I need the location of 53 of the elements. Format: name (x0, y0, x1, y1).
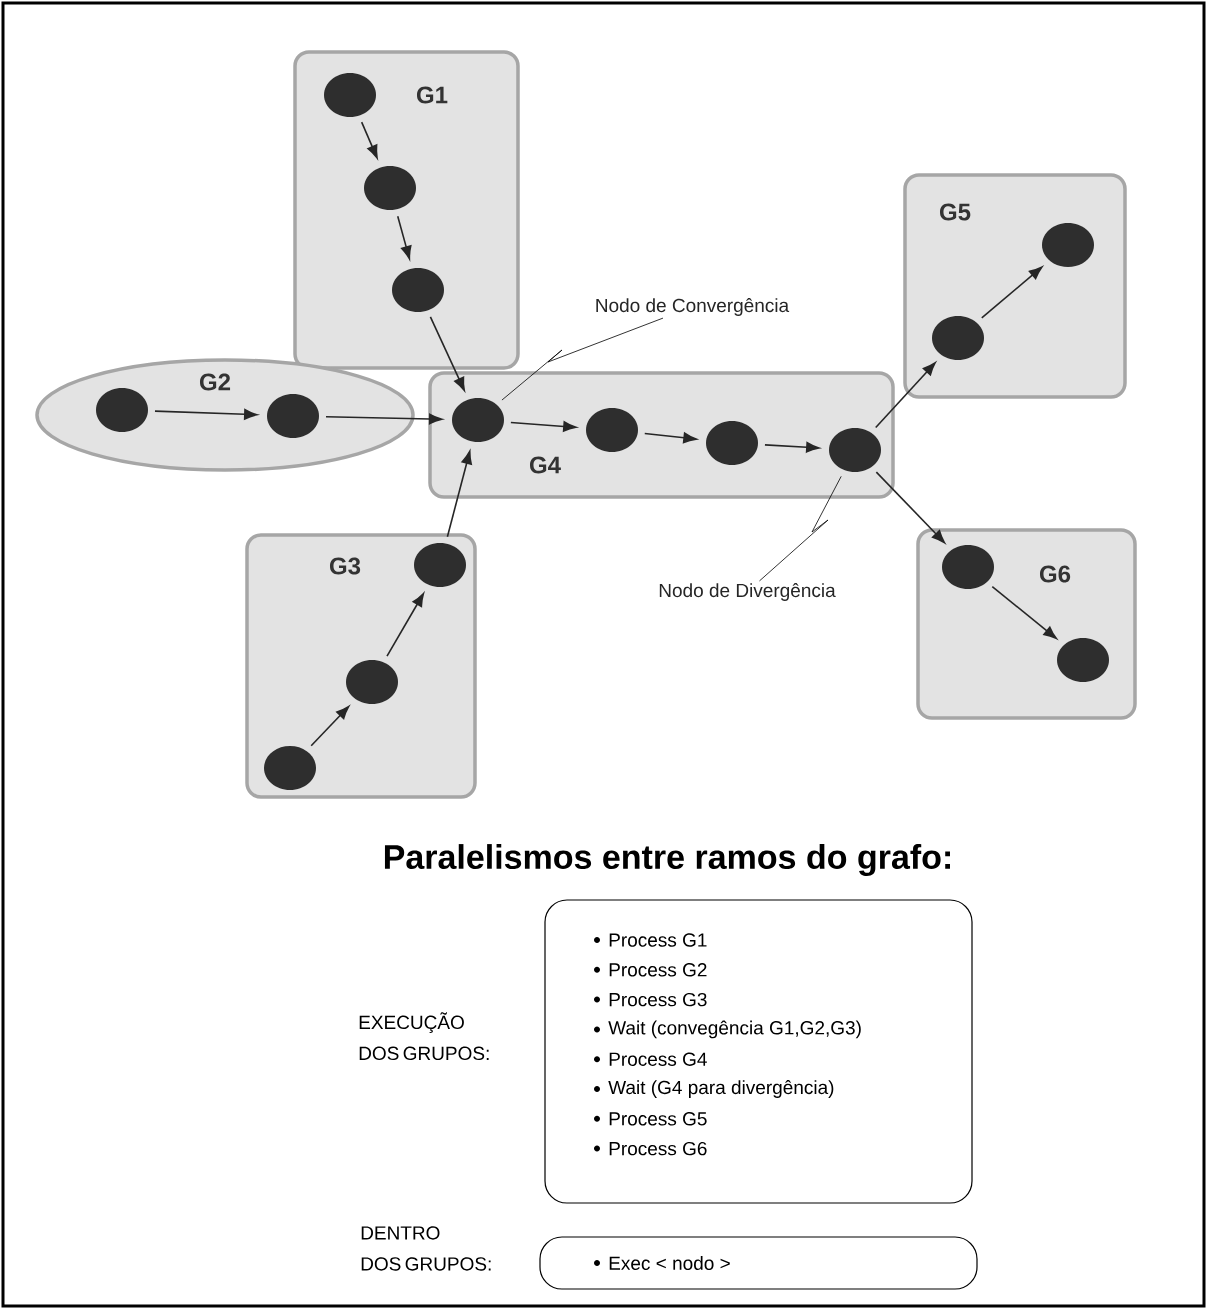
graph-node (1057, 638, 1109, 682)
arrow (310, 705, 350, 747)
title: Paralelismos entre ramos do grafo: (384, 844, 950, 876)
list-box (539, 1236, 978, 1290)
graph-node (706, 421, 758, 465)
list-item: Exec < nodo > (594, 1256, 730, 1270)
arrow (325, 413, 443, 425)
list-item: Process G3 (594, 992, 707, 1007)
callout-text: Nodo de Divergência (659, 583, 836, 601)
group-box: G6 (916, 528, 1137, 720)
group-label: EXECUÇÃO DOS GRUPOS: (359, 1012, 489, 1061)
list-item: Process G2 (594, 963, 707, 977)
arrow (446, 450, 472, 538)
list-item: Process G5 (594, 1112, 707, 1126)
group-box: G5 (903, 173, 1127, 399)
arrow (396, 215, 412, 260)
arrow (360, 121, 378, 159)
arrow (875, 471, 946, 544)
graph-node (364, 166, 416, 210)
list-box (544, 899, 973, 1204)
arrow (764, 441, 820, 453)
arrow (154, 408, 258, 420)
graph-node (324, 73, 376, 117)
graph-node (452, 398, 504, 442)
graph-node (392, 268, 444, 312)
graph-node (932, 316, 984, 360)
list-item: Process G6 (594, 1141, 707, 1156)
graph-node (267, 394, 319, 438)
list-item: Process G1 (594, 933, 707, 947)
leader-line (759, 475, 842, 582)
arrow (991, 585, 1057, 640)
group-box: G3 (245, 533, 477, 799)
graph-node (346, 660, 398, 704)
list-item: Wait (convegência G1,G2,G3) (594, 1020, 861, 1039)
graph-node (942, 545, 994, 589)
arrow (510, 421, 577, 432)
leader-line (501, 317, 664, 401)
graph-node (96, 388, 148, 432)
graph-node (829, 428, 881, 472)
callout-text: Nodo de Convergência (596, 298, 790, 316)
graph-node (414, 543, 466, 587)
arrow (386, 592, 425, 657)
group-box: G1 (293, 50, 520, 370)
list-item: Process G4 (594, 1052, 707, 1066)
arrow (429, 316, 466, 391)
arrow (643, 432, 697, 444)
arrow (981, 266, 1043, 319)
list-item: Wait (G4 para divergência) (594, 1080, 834, 1098)
arrow (874, 362, 936, 429)
graph-node (264, 746, 316, 790)
graph-node (586, 408, 638, 452)
group-label: DENTRO DOS GRUPOS: (361, 1226, 491, 1271)
graph-node (1042, 223, 1094, 267)
